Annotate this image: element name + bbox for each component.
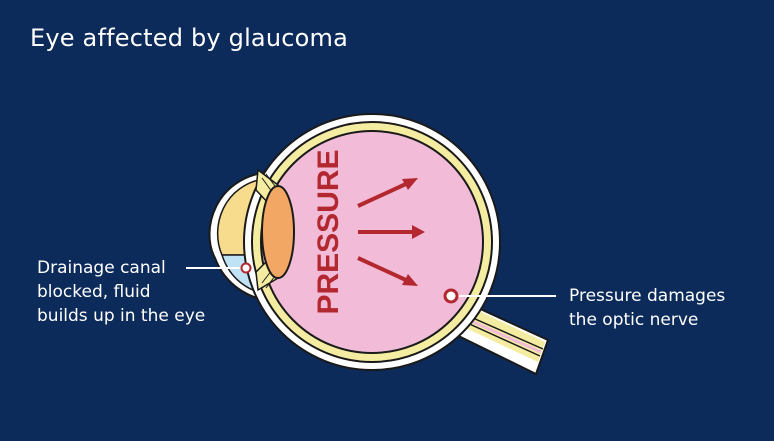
- diagram-title: Eye affected by glaucoma: [30, 24, 349, 52]
- drainage-label-line-1: Drainage canal: [37, 258, 166, 278]
- drainage-label-line-3: builds up in the eye: [37, 306, 206, 326]
- eyeball: [243, 113, 501, 371]
- lens: [261, 185, 295, 279]
- drainage-marker: [186, 262, 252, 274]
- drainage-canal-label: Drainage canal blocked, fluid builds up …: [37, 256, 205, 328]
- drainage-label-line-2: blocked, fluid: [37, 282, 151, 302]
- pressure-text: PRESSURE: [312, 149, 345, 314]
- optic-marker: [443, 288, 556, 304]
- optic-nerve-label: Pressure damages the optic nerve: [569, 284, 725, 332]
- optic-label-line-2: the optic nerve: [569, 310, 699, 330]
- optic-label-line-1: Pressure damages: [569, 286, 726, 306]
- pressure-arrows: [357, 178, 425, 286]
